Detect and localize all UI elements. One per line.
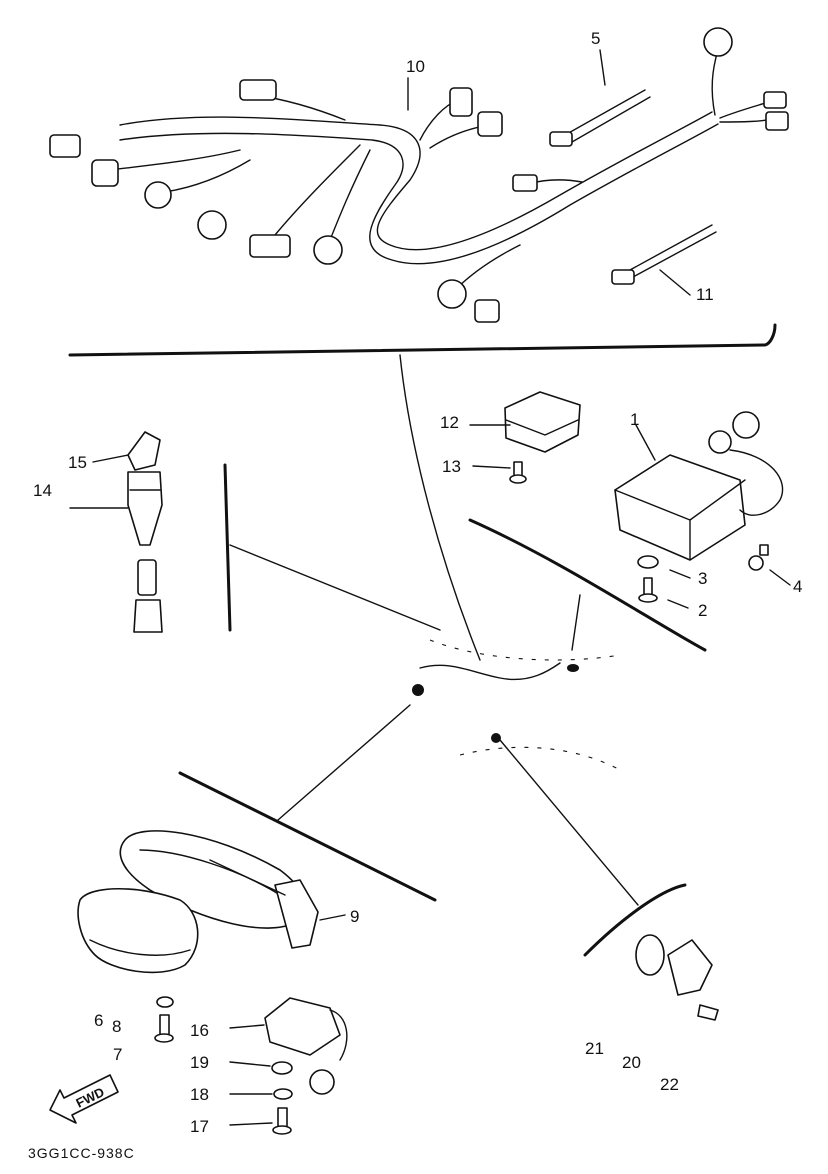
parts-20-21-22 [635,934,719,1021]
part-13-screw [509,461,527,484]
cdi-unit [614,411,784,561]
ignition-coil [77,830,319,974]
part-12-relay [504,391,581,453]
frame-mount [412,662,579,743]
part-11-lead [611,224,717,285]
callout-20: 20 [622,1053,641,1072]
callout-4: 4 [793,577,802,596]
leader-lines [229,354,639,906]
plug-cap-assembly [127,431,163,633]
parts-6-7-8-hardware [154,996,174,1043]
callout-2: 2 [698,601,707,620]
callout-9: 9 [350,907,359,926]
part-5-lead [549,89,651,147]
drawing-code: 3GG1CC-938C [28,1145,135,1161]
callout-6: 6 [94,1011,103,1030]
callout-11: 11 [696,285,714,304]
callout-21: 21 [585,1039,604,1058]
fwd-arrow: FWD [49,1074,119,1124]
callout-3: 3 [698,569,707,588]
callout-14: 14 [33,481,52,500]
panel-outlines [68,323,777,957]
callout-16: 16 [190,1021,209,1040]
callout-1: 1 [630,410,639,429]
callout-13: 13 [442,457,461,476]
callout-7: 7 [113,1045,122,1064]
callout-8: 8 [112,1017,121,1036]
callout-17: 17 [190,1117,209,1136]
callout-leaders [69,49,791,921]
callout-5: 5 [591,29,600,48]
part-16-resistor [229,997,348,1135]
callout-labels: 10 5 11 12 13 1 15 14 3 4 2 9 6 8 7 16 1… [33,29,802,1136]
callout-15: 15 [68,453,87,472]
callout-19: 19 [190,1053,209,1072]
callout-12: 12 [440,413,459,432]
washer-bolt-nut [637,544,769,603]
callout-10: 10 [406,57,425,76]
wire-harness [49,27,789,323]
callout-18: 18 [190,1085,209,1104]
callout-22: 22 [660,1075,679,1094]
